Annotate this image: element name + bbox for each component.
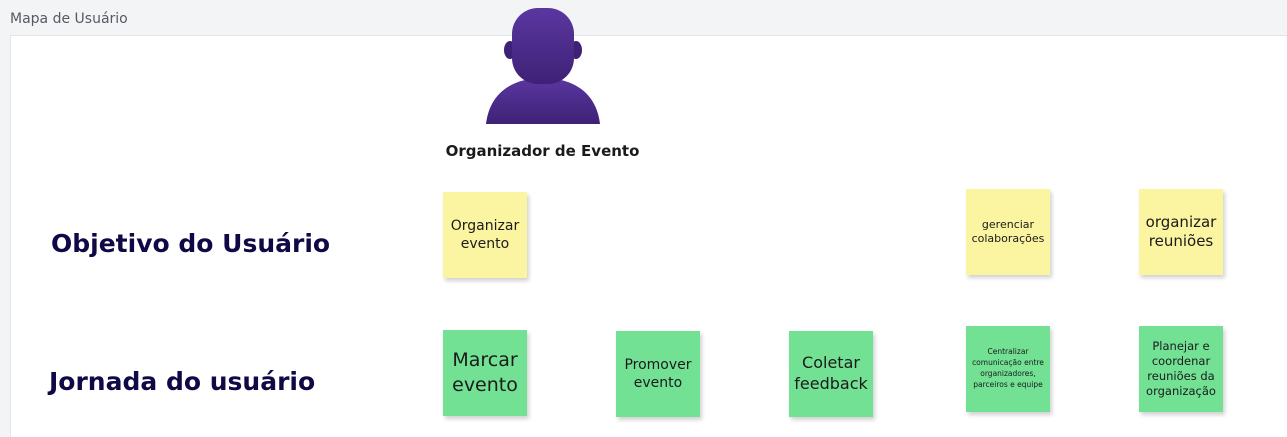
person-icon	[486, 8, 600, 124]
sticky-note-goal[interactable]: gerenciar colaborações	[966, 189, 1050, 275]
row-label-objetivo: Objetivo do Usuário	[51, 229, 331, 258]
sticky-note-journey[interactable]: Planejar e coordenar reuniões da organiz…	[1139, 326, 1223, 412]
sticky-note-goal[interactable]: organizar reuniões	[1139, 189, 1223, 275]
sticky-note-journey[interactable]: Centralizar comunicação entre organizado…	[966, 326, 1050, 412]
row-label-jornada: Jornada do usuário	[49, 367, 316, 396]
sticky-note-journey[interactable]: Coletar feedback	[789, 331, 873, 417]
sticky-note-journey[interactable]: Marcar evento	[443, 330, 527, 416]
sticky-note-goal[interactable]: Organizar evento	[443, 192, 527, 278]
persona-name: Organizador de Evento	[445, 142, 640, 160]
board-title: Mapa de Usuário	[10, 11, 128, 27]
sticky-note-journey[interactable]: Promover evento	[616, 331, 700, 417]
